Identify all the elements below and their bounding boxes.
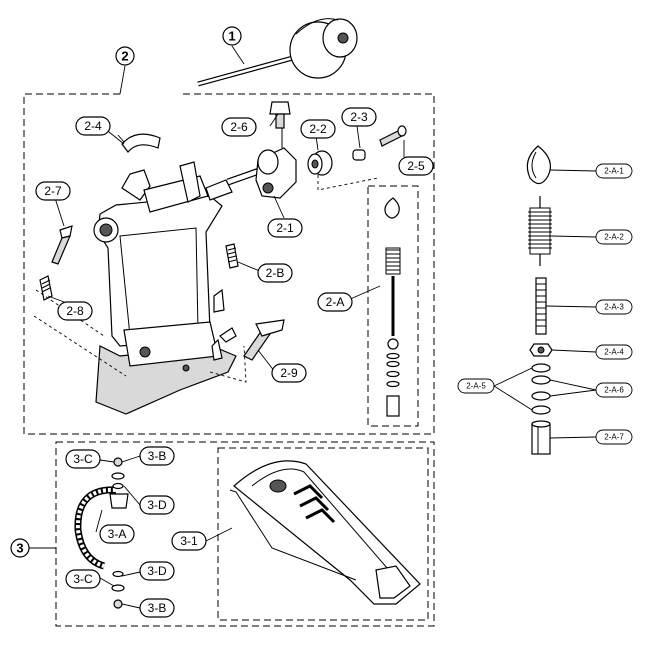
callout-2-3: 2-3 [341,107,377,127]
callout-3-A-text: 3-A [108,527,127,541]
spring-2-A-2-part [528,196,552,266]
callout-1: 1 [222,26,242,46]
bolt-2-7-part [51,225,73,265]
callout-2-A-7-text: 2-A-7 [604,433,624,442]
spring-assembly-frame [367,185,419,427]
spring-2-8-part [39,275,53,301]
washer-a5-top [531,363,551,373]
callout-2-A-2-text: 2-A-2 [604,233,624,242]
callout-3: 3 [10,538,30,558]
leader-2 [119,65,126,95]
callout-2-A-3: 2-A-3 [595,299,633,315]
callout-2-8-text: 2-8 [66,304,84,318]
callout-2-6-text: 2-6 [230,120,248,134]
callout-2-A-5-text: 2-A-5 [466,382,486,391]
callout-3-C-bot-text: 3-C [73,572,93,586]
callout-2-3-text: 2-3 [350,110,368,124]
callout-2-5-text: 2-5 [407,159,425,173]
pedal-frame-part [93,161,237,415]
callout-3-D-top-text: 3-D [147,498,167,512]
callout-2-A-6-text: 2-A-6 [604,386,624,395]
callout-3-A: 3-A [99,524,135,544]
bushing-part [307,150,333,176]
callout-2-2-text: 2-2 [309,122,327,136]
footboard-part [229,460,421,605]
callout-2-9: 2-9 [271,363,307,383]
nut-2-A-7-part [531,420,551,455]
callout-2-2: 2-2 [300,119,336,139]
group-3-frame [55,441,435,627]
callout-2-9-text: 2-9 [280,366,298,380]
callout-3-B-bot-text: 3-B [148,601,167,615]
callout-2-6: 2-6 [221,117,257,137]
washer-2-3-part [352,149,366,161]
callout-3-1-text: 3-1 [180,534,198,548]
spring-2-b-part [225,243,239,269]
callout-3-D-bot-text: 3-D [147,564,167,578]
callout-2-B-text: 2-B [266,266,285,280]
callout-3-C-top-text: 3-C [73,452,93,466]
spring-detail [526,145,553,455]
leader-1 [231,45,245,65]
callout-2-A-5: 2-A-5 [457,378,495,394]
callout-2-A-2: 2-A-2 [595,229,633,245]
callout-2-B: 2-B [257,263,293,283]
screw-2-5-part [379,125,407,147]
callout-3-text: 3 [16,541,23,556]
callout-2-A-4: 2-A-4 [595,344,633,360]
washer-a6-bot [531,391,551,401]
cam-part [121,133,161,153]
group-2-frame [23,93,435,435]
spring-assembly-part [384,197,401,417]
callout-2-A-3-text: 2-A-3 [604,303,624,312]
callout-1-text: 1 [228,29,235,44]
washer-a5-bot [531,405,551,415]
callout-2-7-text: 2-7 [44,184,62,198]
callout-2-A-1-text: 2-A-1 [604,167,624,176]
callout-2-4-text: 2-4 [84,119,102,133]
callout-3-B-top: 3-B [139,446,175,466]
callout-2-1-text: 2-1 [276,221,294,235]
nut-2-A-4-part [529,343,553,357]
callout-2-7: 2-7 [35,181,71,201]
beater-part [197,18,358,87]
callout-2-4: 2-4 [75,116,111,136]
callout-2-A-7: 2-A-7 [595,429,633,445]
chain-part [74,457,129,609]
footboard-frame [217,447,429,621]
callout-2-text: 2 [121,49,128,64]
callout-2-A-4-text: 2-A-4 [604,348,624,357]
callout-2-8: 2-8 [57,301,93,321]
washer-a6-top [531,375,551,385]
callout-2-A-text: 2-A [326,295,345,309]
callout-2-A-1: 2-A-1 [595,163,633,179]
callout-2: 2 [115,46,135,66]
screw-2-6-part [269,101,291,129]
callout-2-1: 2-1 [267,218,303,238]
beater-holder-part [255,126,297,199]
callout-2-A: 2-A [317,292,353,312]
callout-3-B-top-text: 3-B [148,449,167,463]
callout-3-D-bot: 3-D [139,561,175,581]
rod-2-A-3-part [535,277,547,335]
wing-bolt-part [219,319,285,361]
callout-2-A-6: 2-A-6 [595,382,633,398]
callout-3-1: 3-1 [171,531,207,551]
callout-2-5: 2-5 [398,156,434,176]
callout-3-C-bot: 3-C [65,569,101,589]
callout-3-B-bot: 3-B [139,598,175,618]
callout-3-D-top: 3-D [139,495,175,515]
callout-3-C-top: 3-C [65,449,101,469]
